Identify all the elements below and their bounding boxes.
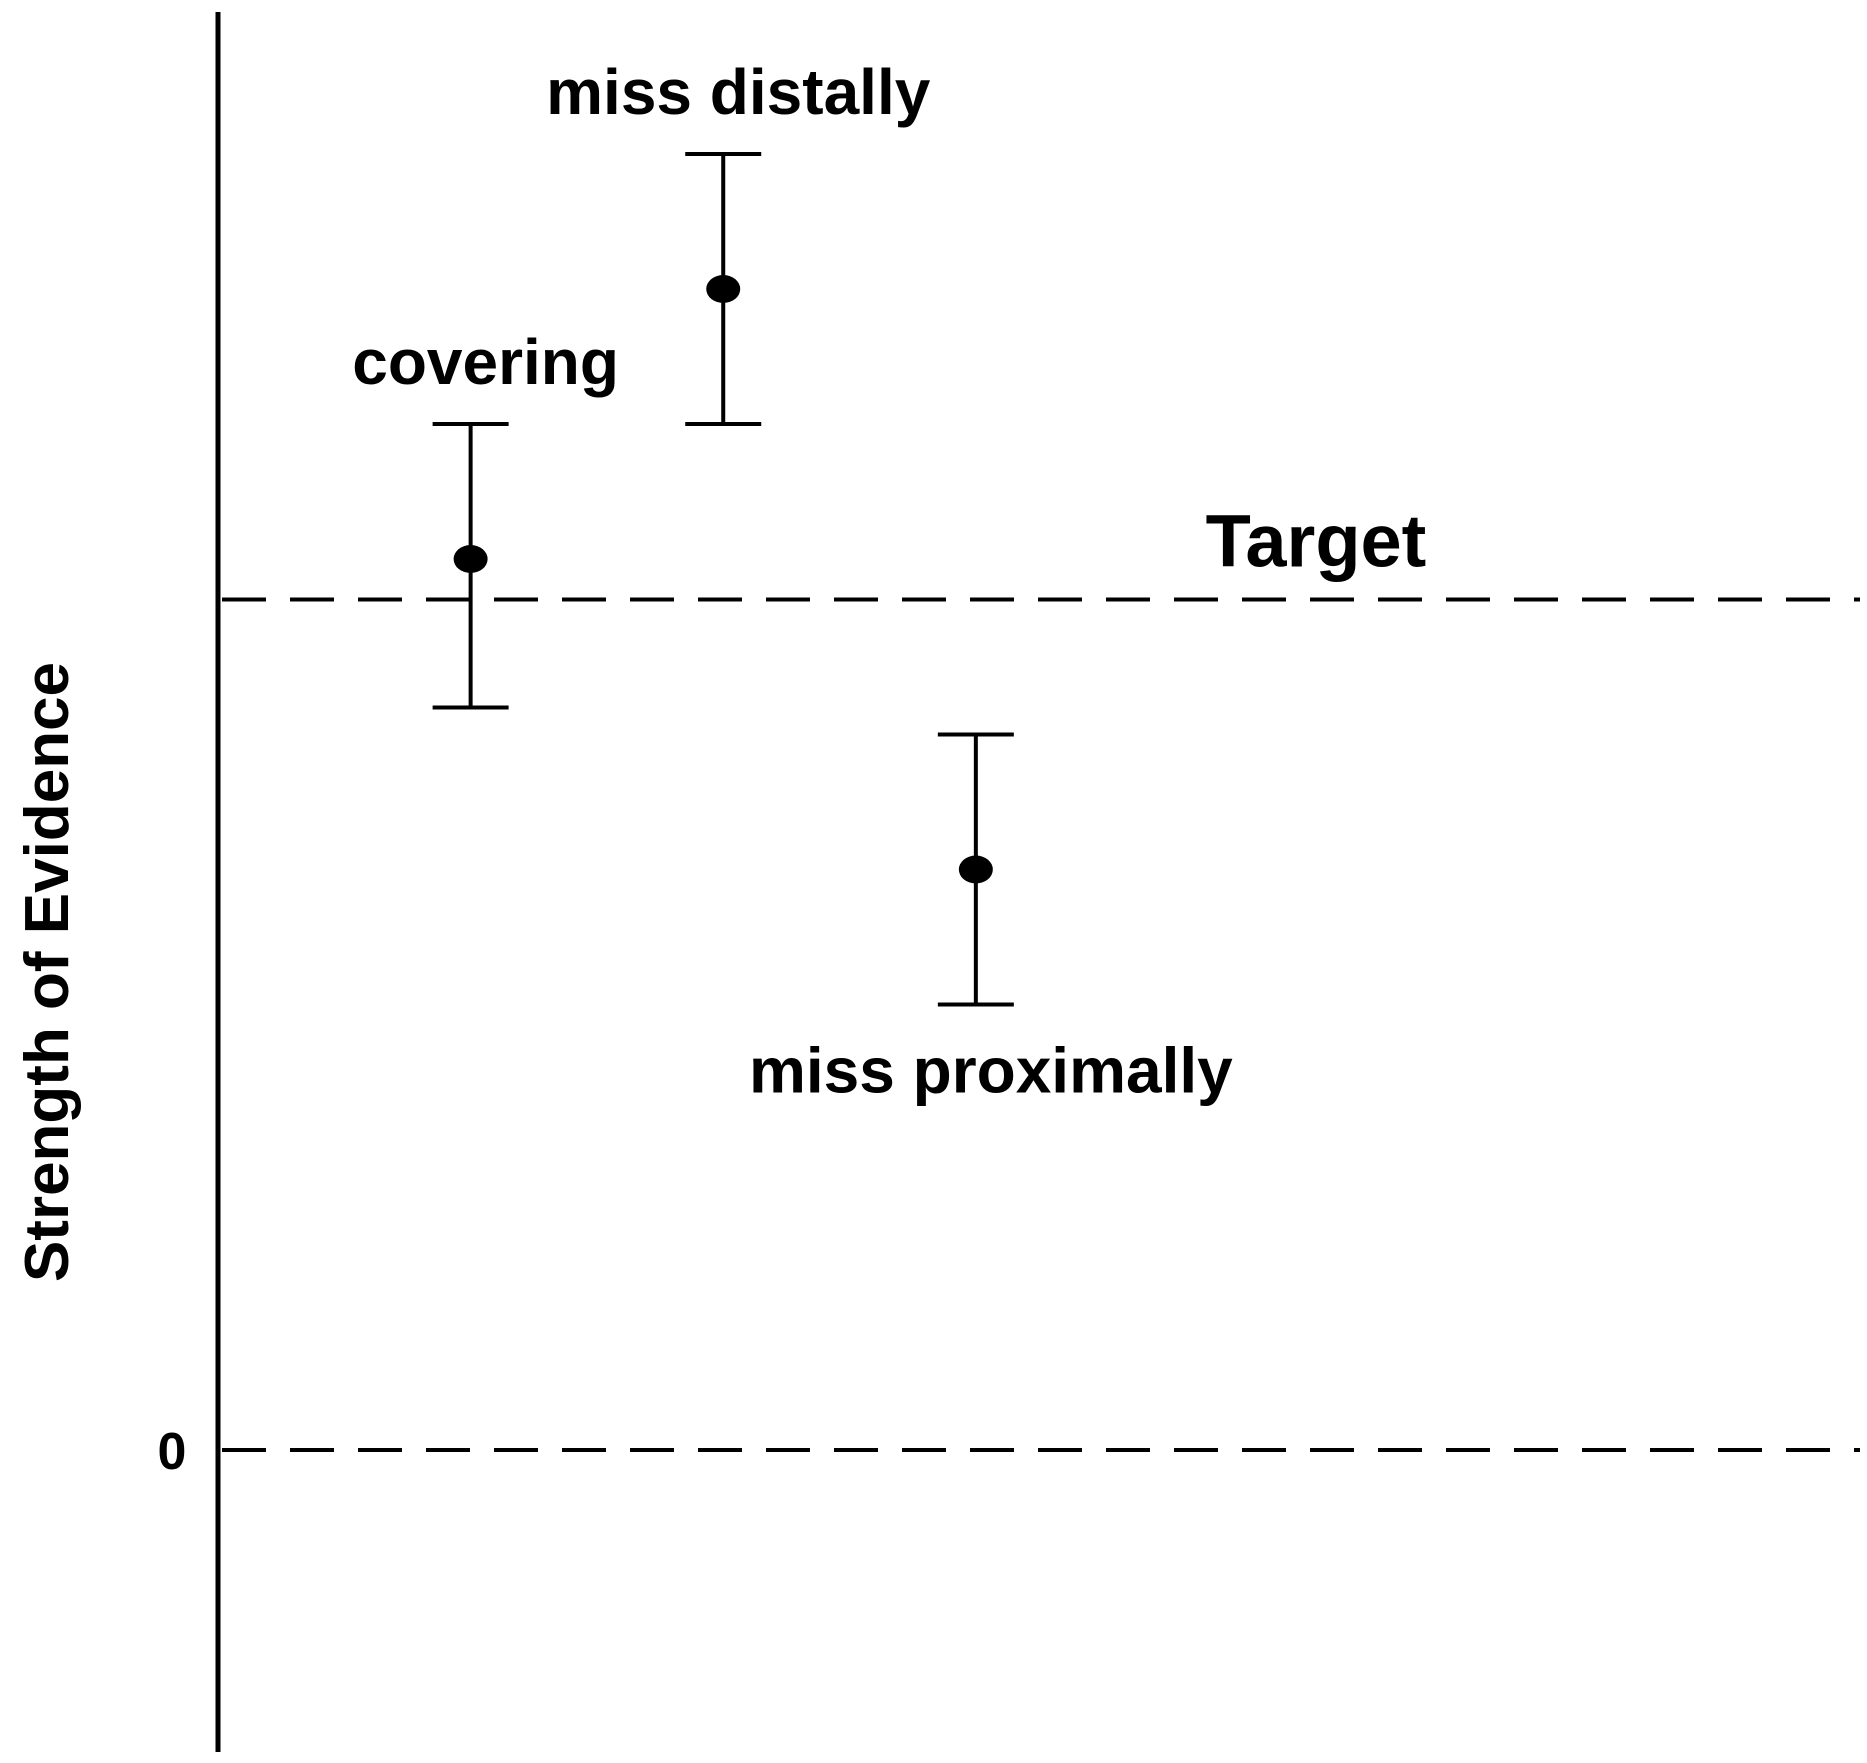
y-axis-title: Strength of Evidence bbox=[13, 662, 82, 1282]
point-label-covering: covering bbox=[352, 326, 619, 398]
data-point-covering bbox=[453, 545, 488, 573]
y-ticks: 0 bbox=[158, 1423, 187, 1481]
error-bar-covering bbox=[432, 422, 509, 710]
y-tick-label: 0 bbox=[158, 1423, 187, 1481]
error-bar-miss-proximally bbox=[937, 732, 1014, 1007]
data-point-miss-distally bbox=[706, 275, 741, 303]
data-point-miss-proximally bbox=[958, 855, 993, 884]
error-bar-miss-distally bbox=[685, 152, 762, 426]
point-labels: covering miss distally miss proximally bbox=[352, 56, 1233, 1107]
point-label-miss-proximally: miss proximally bbox=[749, 1035, 1233, 1107]
reference-lines: Target bbox=[222, 500, 1860, 1452]
point-label-miss-distally: miss distally bbox=[546, 56, 931, 128]
reference-label-target: Target bbox=[1206, 500, 1427, 583]
data-points bbox=[432, 152, 1014, 1007]
